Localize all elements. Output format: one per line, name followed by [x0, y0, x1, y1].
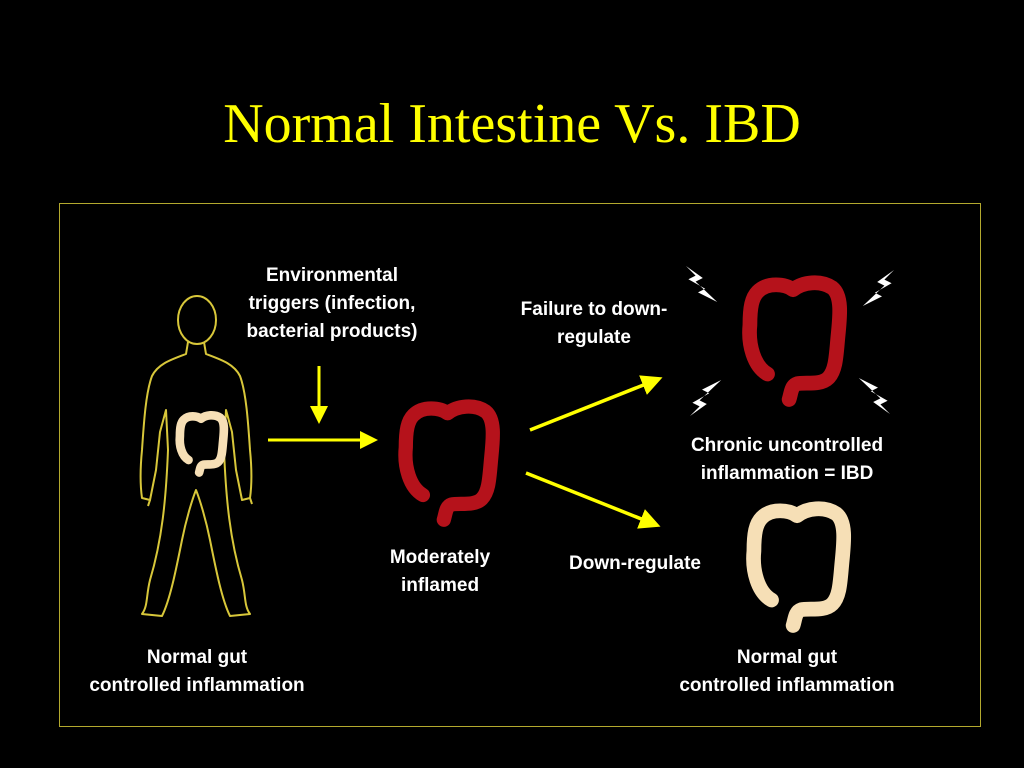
normal-colon-icon	[754, 509, 844, 626]
human-body-icon	[139, 295, 253, 617]
lightning-bolt-icon	[862, 270, 894, 306]
environmental-triggers-label: Environmental triggers (infection, bacte…	[246, 265, 418, 342]
normal-gut-right-label: Normal gut controlled inflammation	[679, 647, 895, 696]
failure-to-downregulate-label: Failure to down- regulate	[520, 299, 668, 348]
arrow-up-right-icon	[529, 375, 663, 432]
page-title: Normal Intestine Vs. IBD	[223, 93, 801, 155]
arrow-down-right-icon	[525, 471, 661, 529]
inflamed-colon-icon	[405, 407, 492, 520]
ibd-colon-icon	[750, 283, 840, 400]
normal-colon-body-icon	[180, 415, 224, 472]
lightning-bolt-icon	[690, 380, 722, 416]
down-regulate-label: Down-regulate	[569, 553, 701, 574]
normal-gut-left-label: Normal gut controlled inflammation	[89, 647, 305, 696]
diagram-frame	[59, 203, 981, 727]
chronic-inflammation-label: Chronic uncontrolled inflammation = IBD	[690, 435, 884, 484]
lightning-bolt-icon	[858, 378, 890, 414]
moderately-inflamed-label: Moderately inflamed	[389, 547, 491, 596]
